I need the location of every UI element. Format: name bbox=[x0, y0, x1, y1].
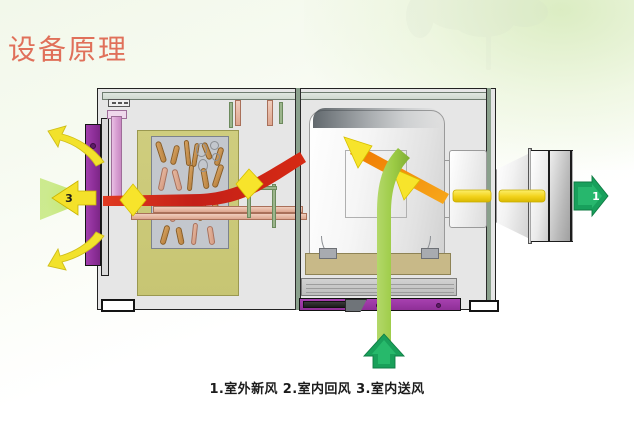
drain-pipe bbox=[247, 188, 251, 218]
unit-foot-left bbox=[101, 299, 135, 312]
top-pipe bbox=[267, 100, 273, 126]
blower-mount bbox=[421, 248, 439, 259]
header-pipe-upper bbox=[153, 206, 303, 213]
drain-pipe bbox=[272, 184, 276, 228]
tree-watermark-icon bbox=[406, 0, 548, 70]
vent-slot bbox=[108, 99, 130, 107]
discharge-duct bbox=[531, 150, 573, 242]
blower-motor bbox=[449, 150, 487, 228]
marker-label-3: 3 bbox=[65, 192, 73, 205]
marker-label-1: 1 bbox=[592, 190, 600, 203]
left-frame-rail bbox=[101, 118, 109, 276]
duct-seam bbox=[570, 150, 573, 242]
unit-foot-mid bbox=[303, 301, 347, 308]
air-handling-unit bbox=[85, 88, 499, 312]
condensate-tray bbox=[301, 278, 457, 296]
top-pipe-green bbox=[229, 102, 233, 128]
panel-screw bbox=[90, 143, 96, 149]
partition-wall bbox=[295, 88, 301, 310]
drain-pipe bbox=[247, 186, 277, 190]
page-title: 设备原理 bbox=[8, 33, 129, 66]
top-pipe bbox=[235, 100, 241, 126]
refrigerant-pipe bbox=[111, 116, 122, 202]
side-access-panel bbox=[85, 124, 101, 266]
panel-screw bbox=[90, 239, 96, 245]
top-pipe-green bbox=[279, 102, 283, 124]
figure-caption: 1.室外新风 2.室内回风 3.室内送风 bbox=[209, 382, 425, 397]
header-pipe-lower bbox=[131, 213, 307, 220]
blower-top-shadow bbox=[313, 108, 441, 128]
heat-exchanger-coil-block bbox=[151, 136, 229, 249]
blower-mount bbox=[319, 248, 337, 259]
blower-inspection-panel bbox=[345, 150, 407, 218]
unit-foot-right bbox=[469, 300, 499, 312]
duct-seam bbox=[548, 150, 551, 242]
